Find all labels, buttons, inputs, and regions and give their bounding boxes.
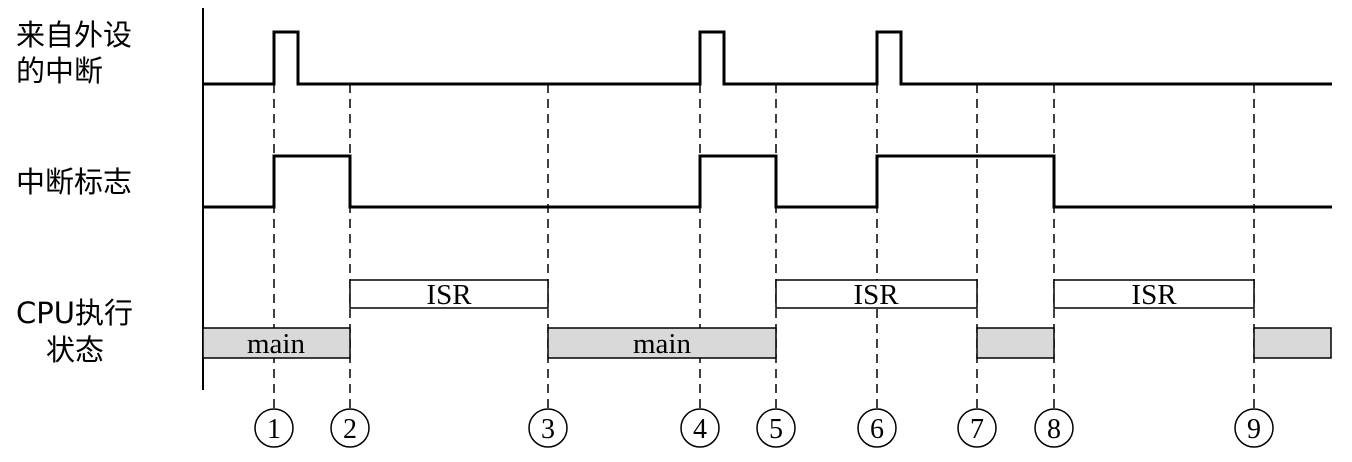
main-block-3 — [976, 327, 1055, 359]
isr-block-2 — [775, 279, 978, 309]
isr-block-3-label: ISR — [1131, 279, 1177, 311]
isr-block-3 — [1053, 279, 1255, 309]
row-label-interrupt-flag: 中断标志 — [16, 165, 132, 199]
marker-dashed-lines — [273, 84, 1255, 408]
markers: 1 2 3 4 5 6 7 8 9 — [254, 408, 1274, 448]
isr-block-1 — [349, 279, 549, 309]
main-block-2 — [547, 327, 777, 359]
main-block-2-label: main — [633, 328, 691, 360]
marker-number-1: 1 — [267, 414, 281, 445]
isr-block-2-label: ISR — [853, 279, 899, 311]
marker-number-2: 2 — [343, 414, 357, 445]
marker-circle-3 — [528, 408, 568, 448]
main-block-1 — [202, 327, 351, 359]
main-block-1-label: main — [247, 328, 305, 360]
main-blocks: main main — [202, 327, 1332, 360]
marker-number-3: 3 — [541, 414, 555, 445]
marker-circle-1 — [254, 408, 294, 448]
marker-circle-6 — [857, 408, 897, 448]
marker-number-5: 5 — [769, 414, 783, 445]
marker-number-8: 8 — [1047, 414, 1061, 445]
marker-number-7: 7 — [970, 414, 984, 445]
isr-block-1-label: ISR — [426, 279, 472, 311]
row-label-cpu-state-line2: 状态 — [46, 333, 104, 367]
marker-circle-8 — [1034, 408, 1074, 448]
isr-blocks: ISR ISR ISR — [349, 279, 1255, 311]
marker-circle-4 — [680, 408, 720, 448]
marker-circle-5 — [756, 408, 796, 448]
marker-number-9: 9 — [1247, 414, 1261, 445]
marker-number-4: 4 — [693, 414, 707, 445]
row-label-cpu-state-line1: CPU执行 — [16, 296, 133, 330]
main-block-4 — [1253, 327, 1332, 359]
marker-circle-7 — [957, 408, 997, 448]
row-label-peripheral-interrupt-line2: 的中断 — [16, 54, 103, 88]
marker-number-6: 6 — [870, 414, 884, 445]
row-label-peripheral-interrupt-line1: 来自外设 — [16, 18, 132, 52]
peripheral-interrupt-waveform — [203, 30, 1332, 86]
marker-circle-2 — [330, 408, 370, 448]
interrupt-flag-waveform — [203, 154, 1332, 209]
marker-circle-9 — [1234, 408, 1274, 448]
